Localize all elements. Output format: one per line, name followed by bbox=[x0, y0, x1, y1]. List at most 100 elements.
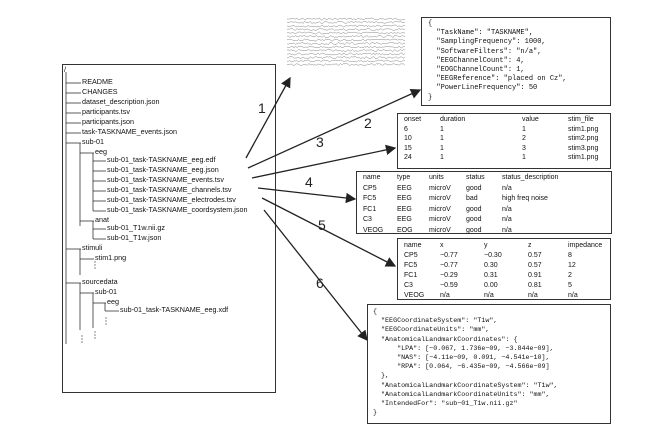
json-line: "RPA": [0.064, −6.435e−09, −4.566e−09] bbox=[373, 363, 550, 372]
tree-item: sourcedata bbox=[82, 277, 118, 286]
events-tsv-header-cell: stim_file bbox=[568, 116, 594, 123]
signal-trace bbox=[287, 42, 405, 45]
json-line: } bbox=[373, 409, 378, 418]
tree-item: participants.tsv bbox=[82, 107, 130, 116]
channels-tsv-cell: n/a bbox=[502, 226, 512, 234]
electrodes-tsv-cell: −0.30 bbox=[484, 252, 502, 259]
electrodes-tsv-cell: n/a bbox=[568, 292, 578, 299]
tree-item: README bbox=[82, 77, 113, 86]
json-line: "SamplingFrequency": 1000, bbox=[428, 38, 546, 47]
signal-trace bbox=[287, 38, 405, 42]
json-line: "AnatomicalLandmarkCoordinates": { bbox=[373, 335, 518, 344]
channels-tsv-cell: VEOG bbox=[363, 226, 384, 234]
electrodes-tsv-cell: n/a bbox=[484, 292, 494, 299]
channels-tsv-cell: good bbox=[466, 226, 482, 234]
arrow-label-5: 5 bbox=[318, 217, 326, 233]
json-line: "EOGChannelCount": 1, bbox=[428, 66, 525, 75]
electrodes-tsv-cell: 8 bbox=[568, 252, 572, 259]
channels-tsv-cell: microV bbox=[429, 226, 451, 234]
electrodes-tsv-header-cell: x bbox=[440, 242, 444, 249]
electrodes-tsv-cell: 0.00 bbox=[484, 282, 498, 289]
channels-tsv-cell: n/a bbox=[502, 184, 512, 192]
electrodes-tsv-cell: n/a bbox=[440, 292, 450, 299]
channels-tsv-cell: EEG bbox=[397, 184, 412, 192]
electrodes-tsv-cell: 0.81 bbox=[528, 282, 542, 289]
channels-tsv-cell: EOG bbox=[397, 226, 413, 234]
channels-tsv-cell: good bbox=[466, 184, 482, 192]
tree-item: anat bbox=[95, 215, 109, 224]
electrodes-tsv-cell: 0.31 bbox=[484, 272, 498, 279]
signal-trace bbox=[287, 63, 405, 66]
signal-trace bbox=[287, 49, 405, 52]
tree-item: eeg bbox=[107, 297, 119, 306]
ellipsis-dot bbox=[94, 264, 96, 266]
events-tsv-cell: 1 bbox=[522, 125, 526, 133]
tree-item: sub-01_task-TASKNAME_coordsystem.json bbox=[107, 205, 248, 214]
ellipsis-dot bbox=[94, 267, 96, 269]
signal-trace bbox=[287, 45, 405, 49]
ellipsis-dot bbox=[81, 338, 83, 340]
channels-tsv-cell: good bbox=[466, 216, 482, 223]
arrow-2 bbox=[247, 89, 422, 169]
json-line: "EEGChannelCount": 4, bbox=[428, 56, 525, 65]
electrodes-tsv-cell: FC5 bbox=[404, 262, 418, 269]
json-line: "SoftwareFilters": "n/a", bbox=[428, 47, 542, 56]
signal-trace bbox=[287, 21, 405, 24]
tree-item: sub-01 bbox=[95, 287, 117, 296]
events-tsv-header-cell: onset bbox=[404, 116, 422, 123]
arrow-label-6: 6 bbox=[316, 275, 324, 291]
signal-trace bbox=[287, 59, 405, 63]
events-tsv-header-cell: value bbox=[522, 116, 539, 123]
ellipsis-dot bbox=[105, 320, 107, 322]
tree-item: sub-01_task-TASKNAME_events.tsv bbox=[107, 175, 224, 184]
tree-item: CHANGES bbox=[82, 87, 118, 96]
events-tsv-cell: stim1.png bbox=[568, 125, 599, 133]
channels-tsv-cell: n/a bbox=[502, 205, 512, 213]
ellipsis-dot bbox=[81, 335, 83, 337]
tree-item: eeg bbox=[95, 147, 107, 156]
json-line: "AnatomicalLandmarkCoordinateSystem": "T… bbox=[373, 381, 558, 390]
coordsystem-json-box: { "EEGCoordinateSystem": "T1w", "EEGCoor… bbox=[367, 304, 611, 424]
tree-item: sub-01_task-TASKNAME_eeg.xdf bbox=[120, 305, 229, 314]
signal-trace bbox=[287, 17, 405, 21]
signal-trace bbox=[287, 31, 405, 35]
signal-trace bbox=[287, 28, 405, 31]
tree-root: / bbox=[64, 65, 66, 74]
eeg-signal-thumbnail bbox=[287, 17, 405, 66]
events-tsv-cell: stim2.png bbox=[568, 135, 599, 142]
tree-item: stim1.png bbox=[95, 253, 127, 262]
eeg-json-content: { "TaskName": "TASKNAME", "SamplingFrequ… bbox=[428, 20, 567, 103]
signal-trace bbox=[287, 52, 405, 56]
arrow-label-4: 4 bbox=[305, 174, 313, 190]
electrodes-tsv-cell: VEOG bbox=[404, 292, 425, 299]
events-tsv-cell: 15 bbox=[404, 144, 412, 152]
channels-tsv-header-cell: status_description bbox=[502, 174, 559, 181]
signal-trace bbox=[287, 24, 405, 28]
json-line: "EEGCoordinateSystem": "T1w", bbox=[373, 317, 498, 326]
electrodes-tsv-cell: 0.57 bbox=[528, 252, 542, 259]
channels-tsv-header-cell: status bbox=[466, 174, 485, 181]
channels-tsv-cell: CP5 bbox=[363, 184, 377, 192]
electrodes-tsv-header-cell: impedance bbox=[568, 242, 603, 249]
signal-trace bbox=[287, 56, 405, 59]
json-line: "EEGCoordinateUnits": "mm", bbox=[373, 326, 490, 335]
ellipsis-dot bbox=[94, 334, 96, 336]
electrodes-tsv-cell: −0.77 bbox=[440, 262, 458, 269]
events-tsv-cell: 2 bbox=[522, 135, 526, 142]
signal-trace bbox=[287, 35, 405, 38]
electrodes-tsv-cell: 2 bbox=[568, 272, 572, 279]
electrodes-tsv-cell: CP5 bbox=[404, 252, 418, 259]
arrow-3 bbox=[251, 144, 397, 179]
arrow-label-1: 1 bbox=[258, 100, 266, 116]
channels-tsv-header-cell: name bbox=[363, 174, 381, 181]
events-tsv-cell: 1 bbox=[440, 125, 444, 133]
channels-tsv-cell: microV bbox=[429, 216, 451, 223]
tree-item: task-TASKNAME_events.json bbox=[82, 127, 177, 136]
events-tsv-cell: 1 bbox=[522, 154, 526, 161]
events-tsv-cell: 10 bbox=[404, 135, 412, 142]
events-tsv-cell: 6 bbox=[404, 125, 408, 133]
electrodes-tsv-cell: −0.77 bbox=[440, 252, 458, 259]
tree-item: sub-01_task-TASKNAME_channels.tsv bbox=[107, 185, 232, 194]
tree-item: sub-01_task-TASKNAME_electrodes.tsv bbox=[107, 195, 236, 204]
